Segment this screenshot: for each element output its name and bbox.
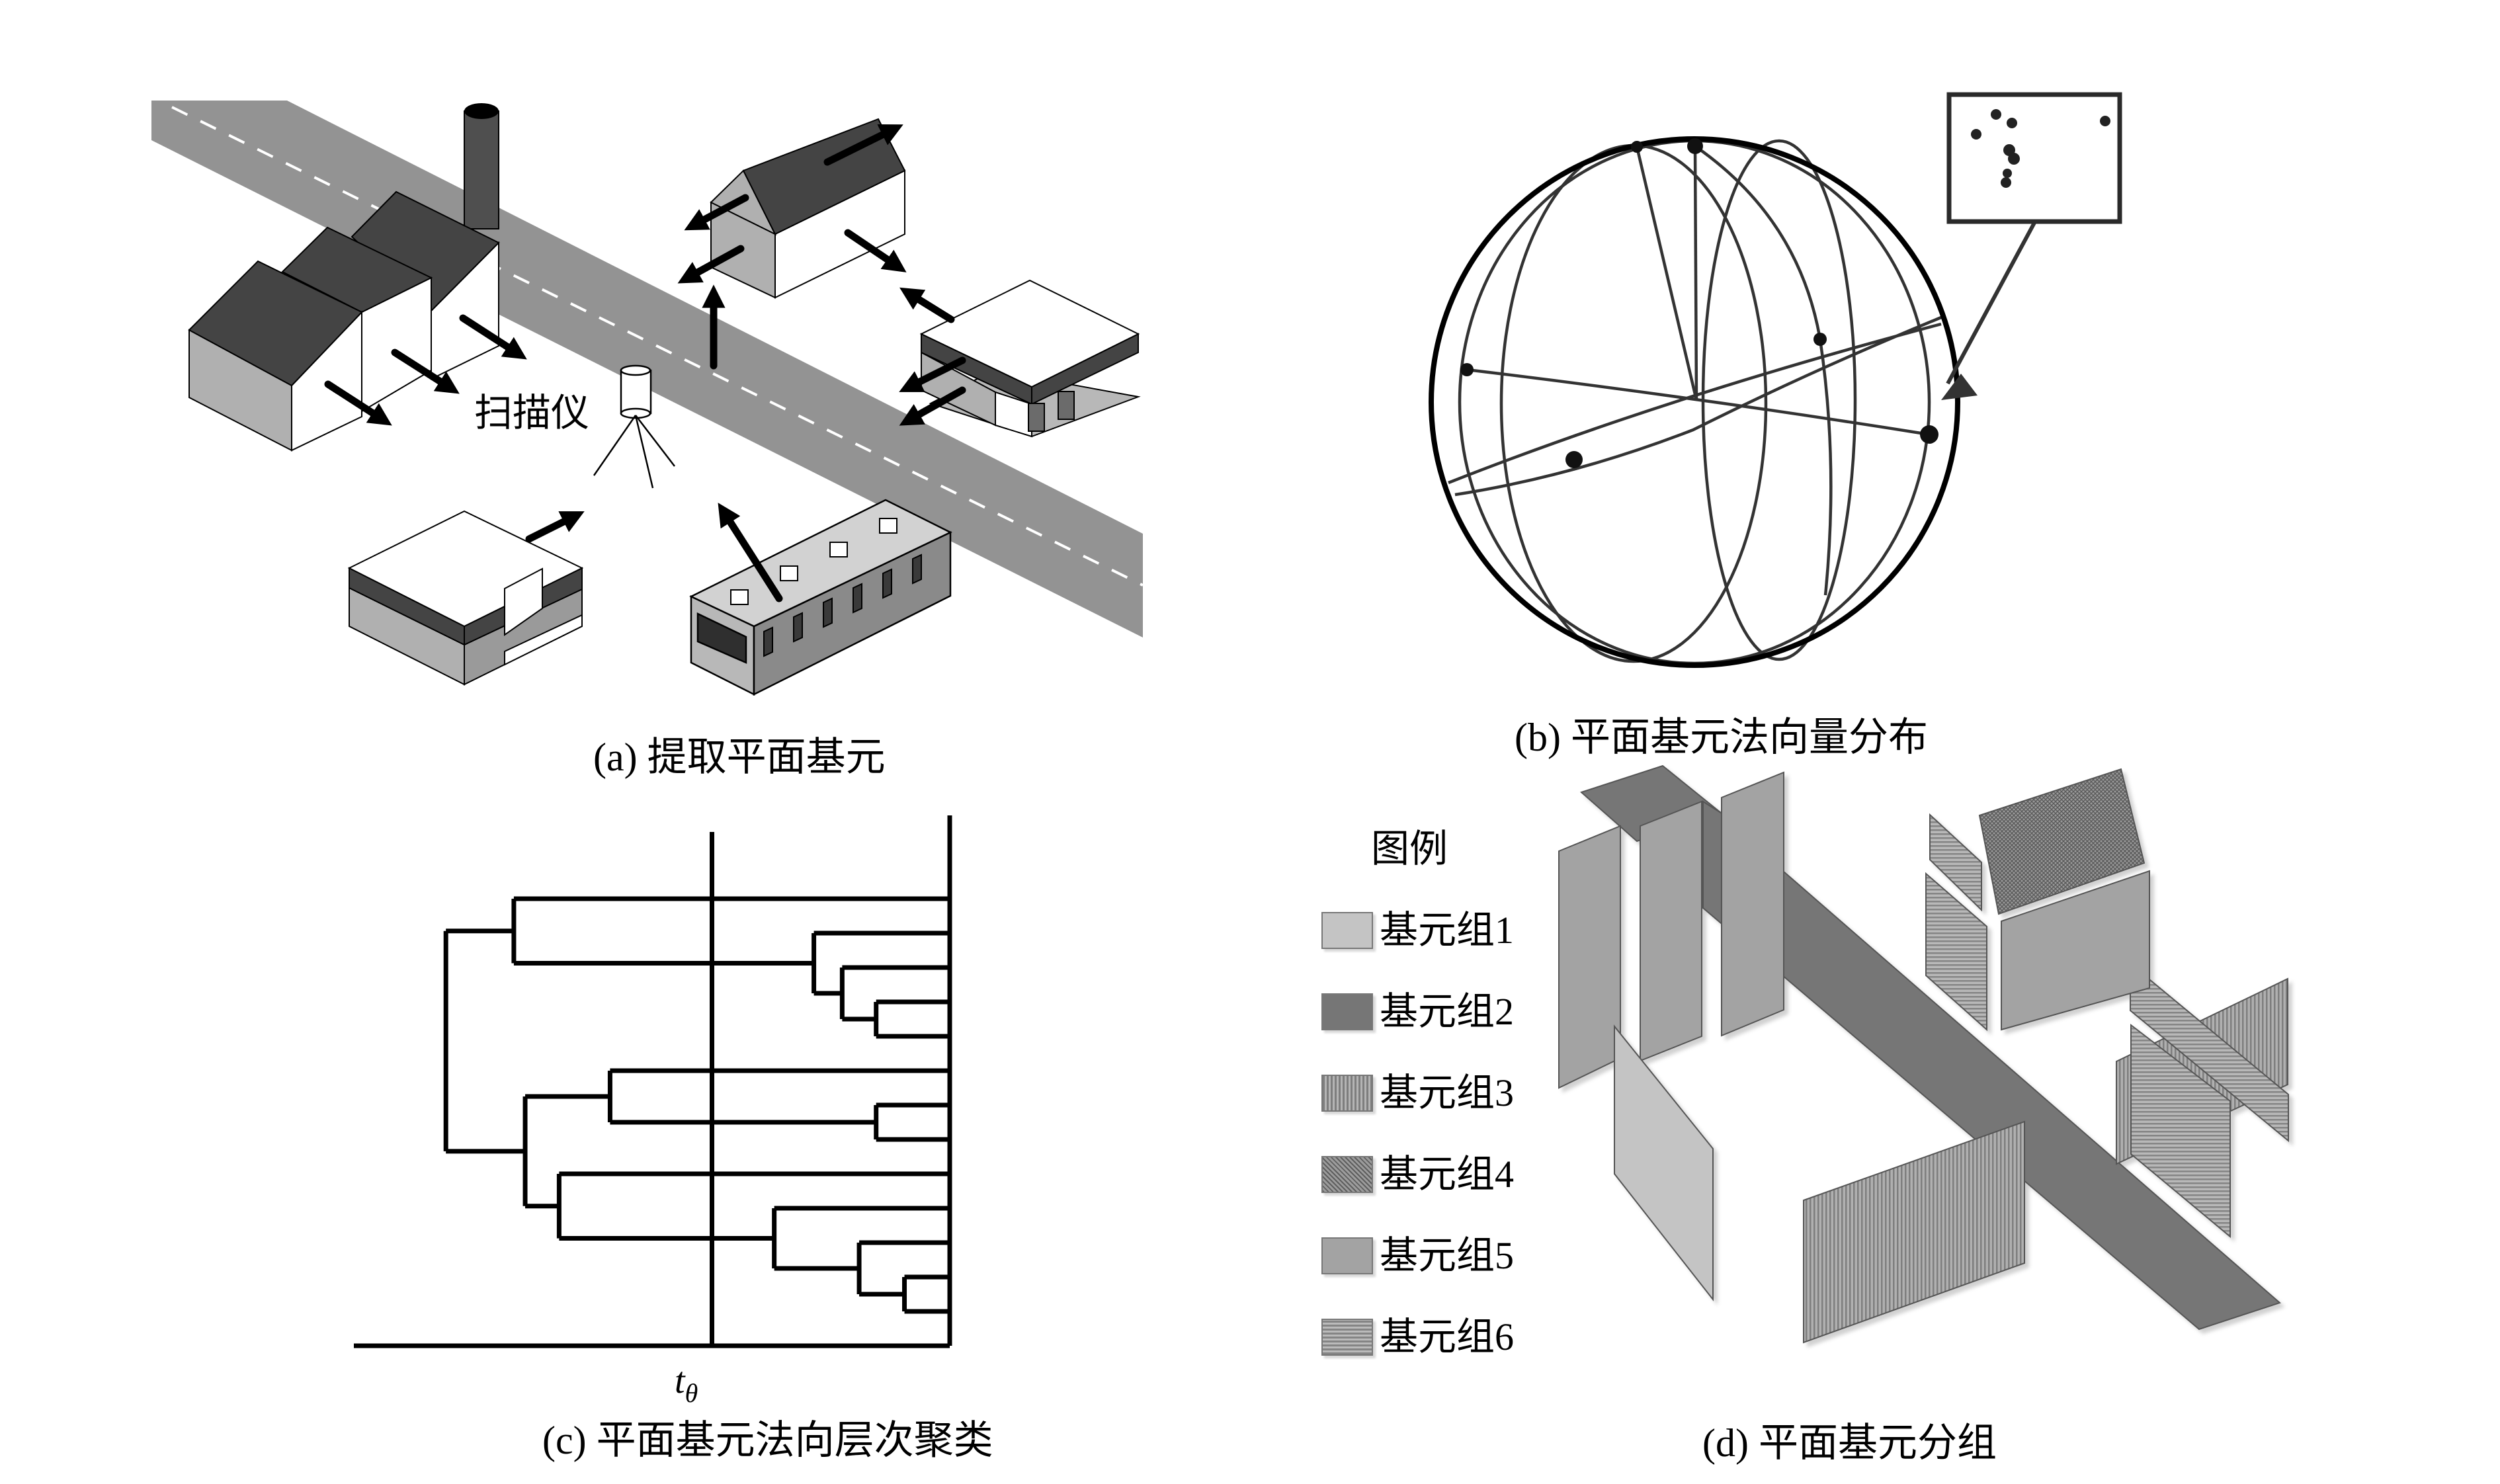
bus (689, 499, 952, 696)
caption-c: (c) 平面基元法向层次聚类 (542, 1419, 993, 1462)
normal-points (1460, 138, 1938, 468)
scanner-icon (593, 364, 675, 489)
scanner-label: 扫描仪 (474, 392, 590, 434)
legend-label: 基元组3 (1380, 1071, 1515, 1114)
caption-a: (a) 提取平面基元 (593, 735, 886, 779)
plane-group5-house-wall (2001, 870, 2150, 1031)
legend-label: 基元组5 (1380, 1234, 1515, 1277)
legend-item: 基元组4 (1321, 1155, 1514, 1194)
plane-group6-wall-right-a (2130, 962, 2289, 1143)
plane-group6-gable-top (1929, 813, 1982, 912)
plane-group6-wall-right-b (2130, 1023, 2231, 1239)
legend-label: 基元组1 (1380, 909, 1515, 952)
legend-item: 基元组5 (1321, 1237, 1514, 1275)
panel-a-scene (151, 101, 1144, 696)
factory (188, 190, 500, 452)
legend-label: 基元组4 (1380, 1153, 1515, 1196)
factory-normal-arrows (324, 314, 527, 426)
legend-item: 基元组2 (1321, 993, 1514, 1031)
office-building (347, 510, 584, 686)
road-center-dashes (171, 106, 1144, 587)
inset-points (1971, 109, 2110, 188)
legend-swatch (1321, 1237, 1373, 1274)
plane-group5-wall-b (1640, 800, 1702, 1062)
legend-swatch (1321, 1319, 1373, 1356)
legend-label: 基元组2 (1380, 990, 1515, 1033)
bus-normal-arrow (718, 503, 783, 602)
legend-swatch (1321, 1075, 1373, 1112)
plane-group5-wall-c (1721, 771, 1784, 1037)
threshold-label-subscript: θ (685, 1378, 698, 1408)
caption-d: (d) 平面基元分组 (1702, 1421, 1997, 1465)
legend-swatch (1321, 1156, 1373, 1193)
house-normal-arrows (677, 124, 907, 370)
chimney (464, 103, 499, 229)
office-normal-arrow (525, 511, 585, 543)
great-circles (1448, 139, 1942, 665)
gas-station-normal-arrows (899, 287, 966, 426)
legend-swatch (1321, 993, 1373, 1030)
plane-group6-gable-wall (1925, 872, 1987, 1032)
threshold-label: tθ (675, 1362, 698, 1407)
panel-d-grouped-planes (1558, 764, 2289, 1344)
plane-group3-wall-front (1803, 1120, 2025, 1344)
plane-group5-wall-a (1558, 825, 1621, 1089)
house (710, 118, 906, 299)
threshold-label-t: t (675, 1360, 685, 1401)
panel-c-dendrogram (354, 815, 952, 1348)
legend-item: 基元组3 (1321, 1074, 1514, 1112)
inset-callout (1941, 92, 2122, 400)
legend-label: 基元组6 (1380, 1315, 1515, 1358)
caption-b: (b) 平面基元法向量分布 (1515, 716, 1928, 759)
gas-station (919, 279, 1141, 438)
plane-group4-roof (1978, 768, 2146, 915)
plane-group1-wall (1614, 1024, 1714, 1301)
inset-box (1946, 92, 2122, 224)
legend-swatch (1321, 912, 1373, 949)
legend-item: 基元组1 (1321, 911, 1514, 950)
legend-item: 基元组6 (1321, 1318, 1514, 1356)
legend-title: 图例 (1371, 827, 1448, 870)
panel-b-sphere (1429, 92, 2122, 668)
